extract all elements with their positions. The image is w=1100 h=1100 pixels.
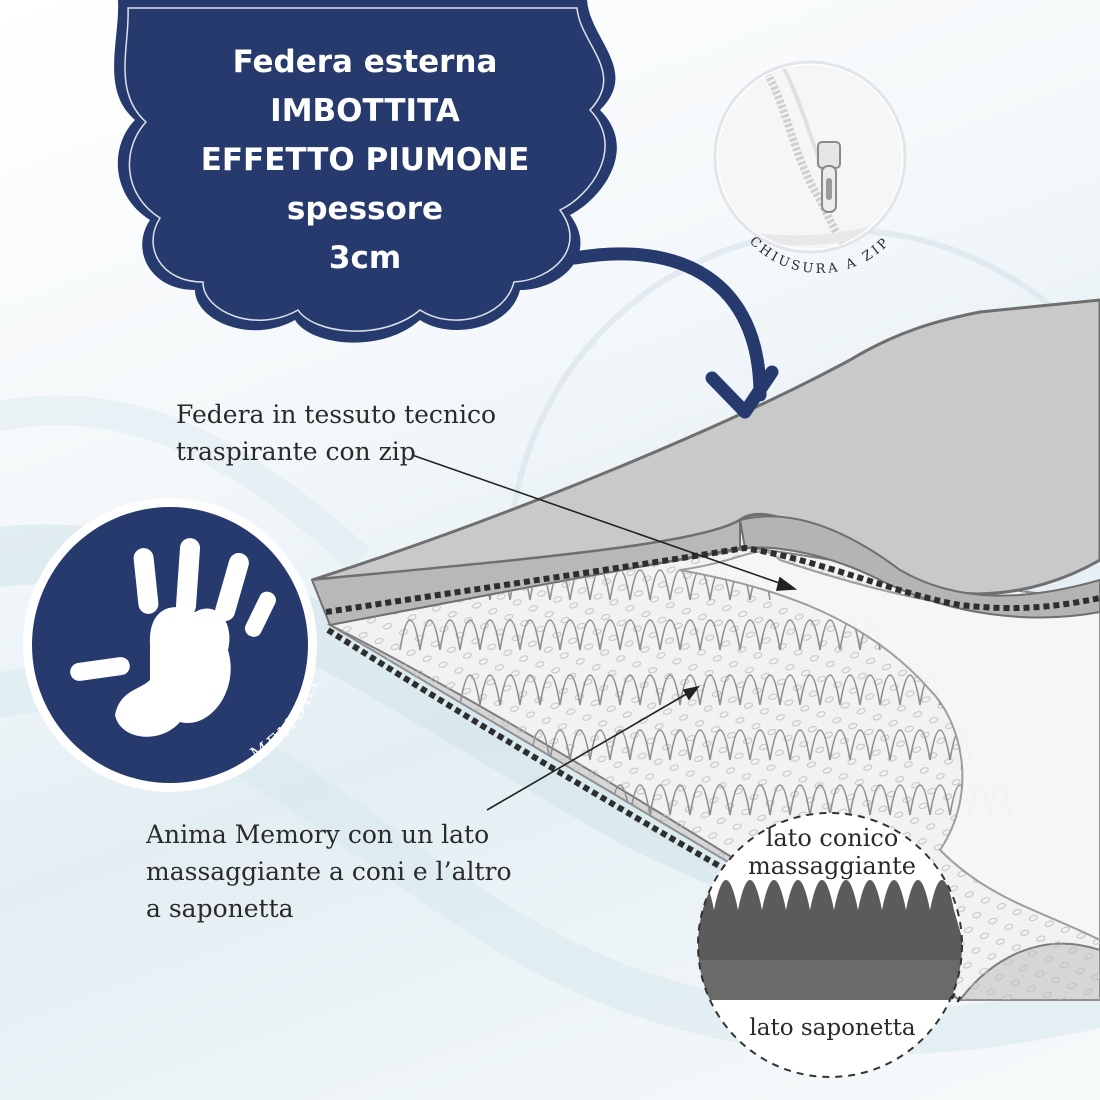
core-callout-line-3: a saponetta xyxy=(146,894,294,923)
core-callout-line-2: massaggiante a coni e l’altro xyxy=(146,857,512,886)
badge-line-2: IMBOTTITA xyxy=(270,93,460,129)
badge-line-1: Federa esterna xyxy=(232,44,498,80)
memory-badge: MEMORY xyxy=(23,498,319,792)
core-callout-line-1: Anima Memory con un lato xyxy=(146,820,490,849)
cross-section-detail xyxy=(697,812,963,1078)
cone-side-label-line-1: lato conico xyxy=(765,824,899,852)
cone-side-label-line-2: massaggiante xyxy=(747,852,917,880)
badge-line-3: EFFETTO PIUMONE xyxy=(200,142,530,178)
hand-icon xyxy=(70,538,276,737)
pointer-arrow xyxy=(568,247,767,402)
cone-side-label: lato conico massaggiante xyxy=(732,824,932,880)
badge-line-4: spessore xyxy=(286,191,444,227)
core-callout: Anima Memory con un lato massaggiante a … xyxy=(146,816,512,927)
zip-closeup: CHIUSURA A ZIP xyxy=(713,60,907,277)
zipper-stitching xyxy=(325,544,1100,1003)
callout-leaders xyxy=(411,454,798,811)
cover-callout: Federa in tessuto tecnico traspirante co… xyxy=(176,396,496,470)
badge-line-5: 3cm xyxy=(328,240,402,276)
cover-callout-line-1: Federa in tessuto tecnico xyxy=(176,400,497,429)
soap-side-label: lato saponetta xyxy=(749,1015,916,1041)
scalloped-badge xyxy=(114,0,617,343)
badge-heading: Federa esterna IMBOTTITA EFFETTO PIUMONE… xyxy=(150,38,580,283)
cover-callout-line-2: traspirante con zip xyxy=(176,437,416,466)
